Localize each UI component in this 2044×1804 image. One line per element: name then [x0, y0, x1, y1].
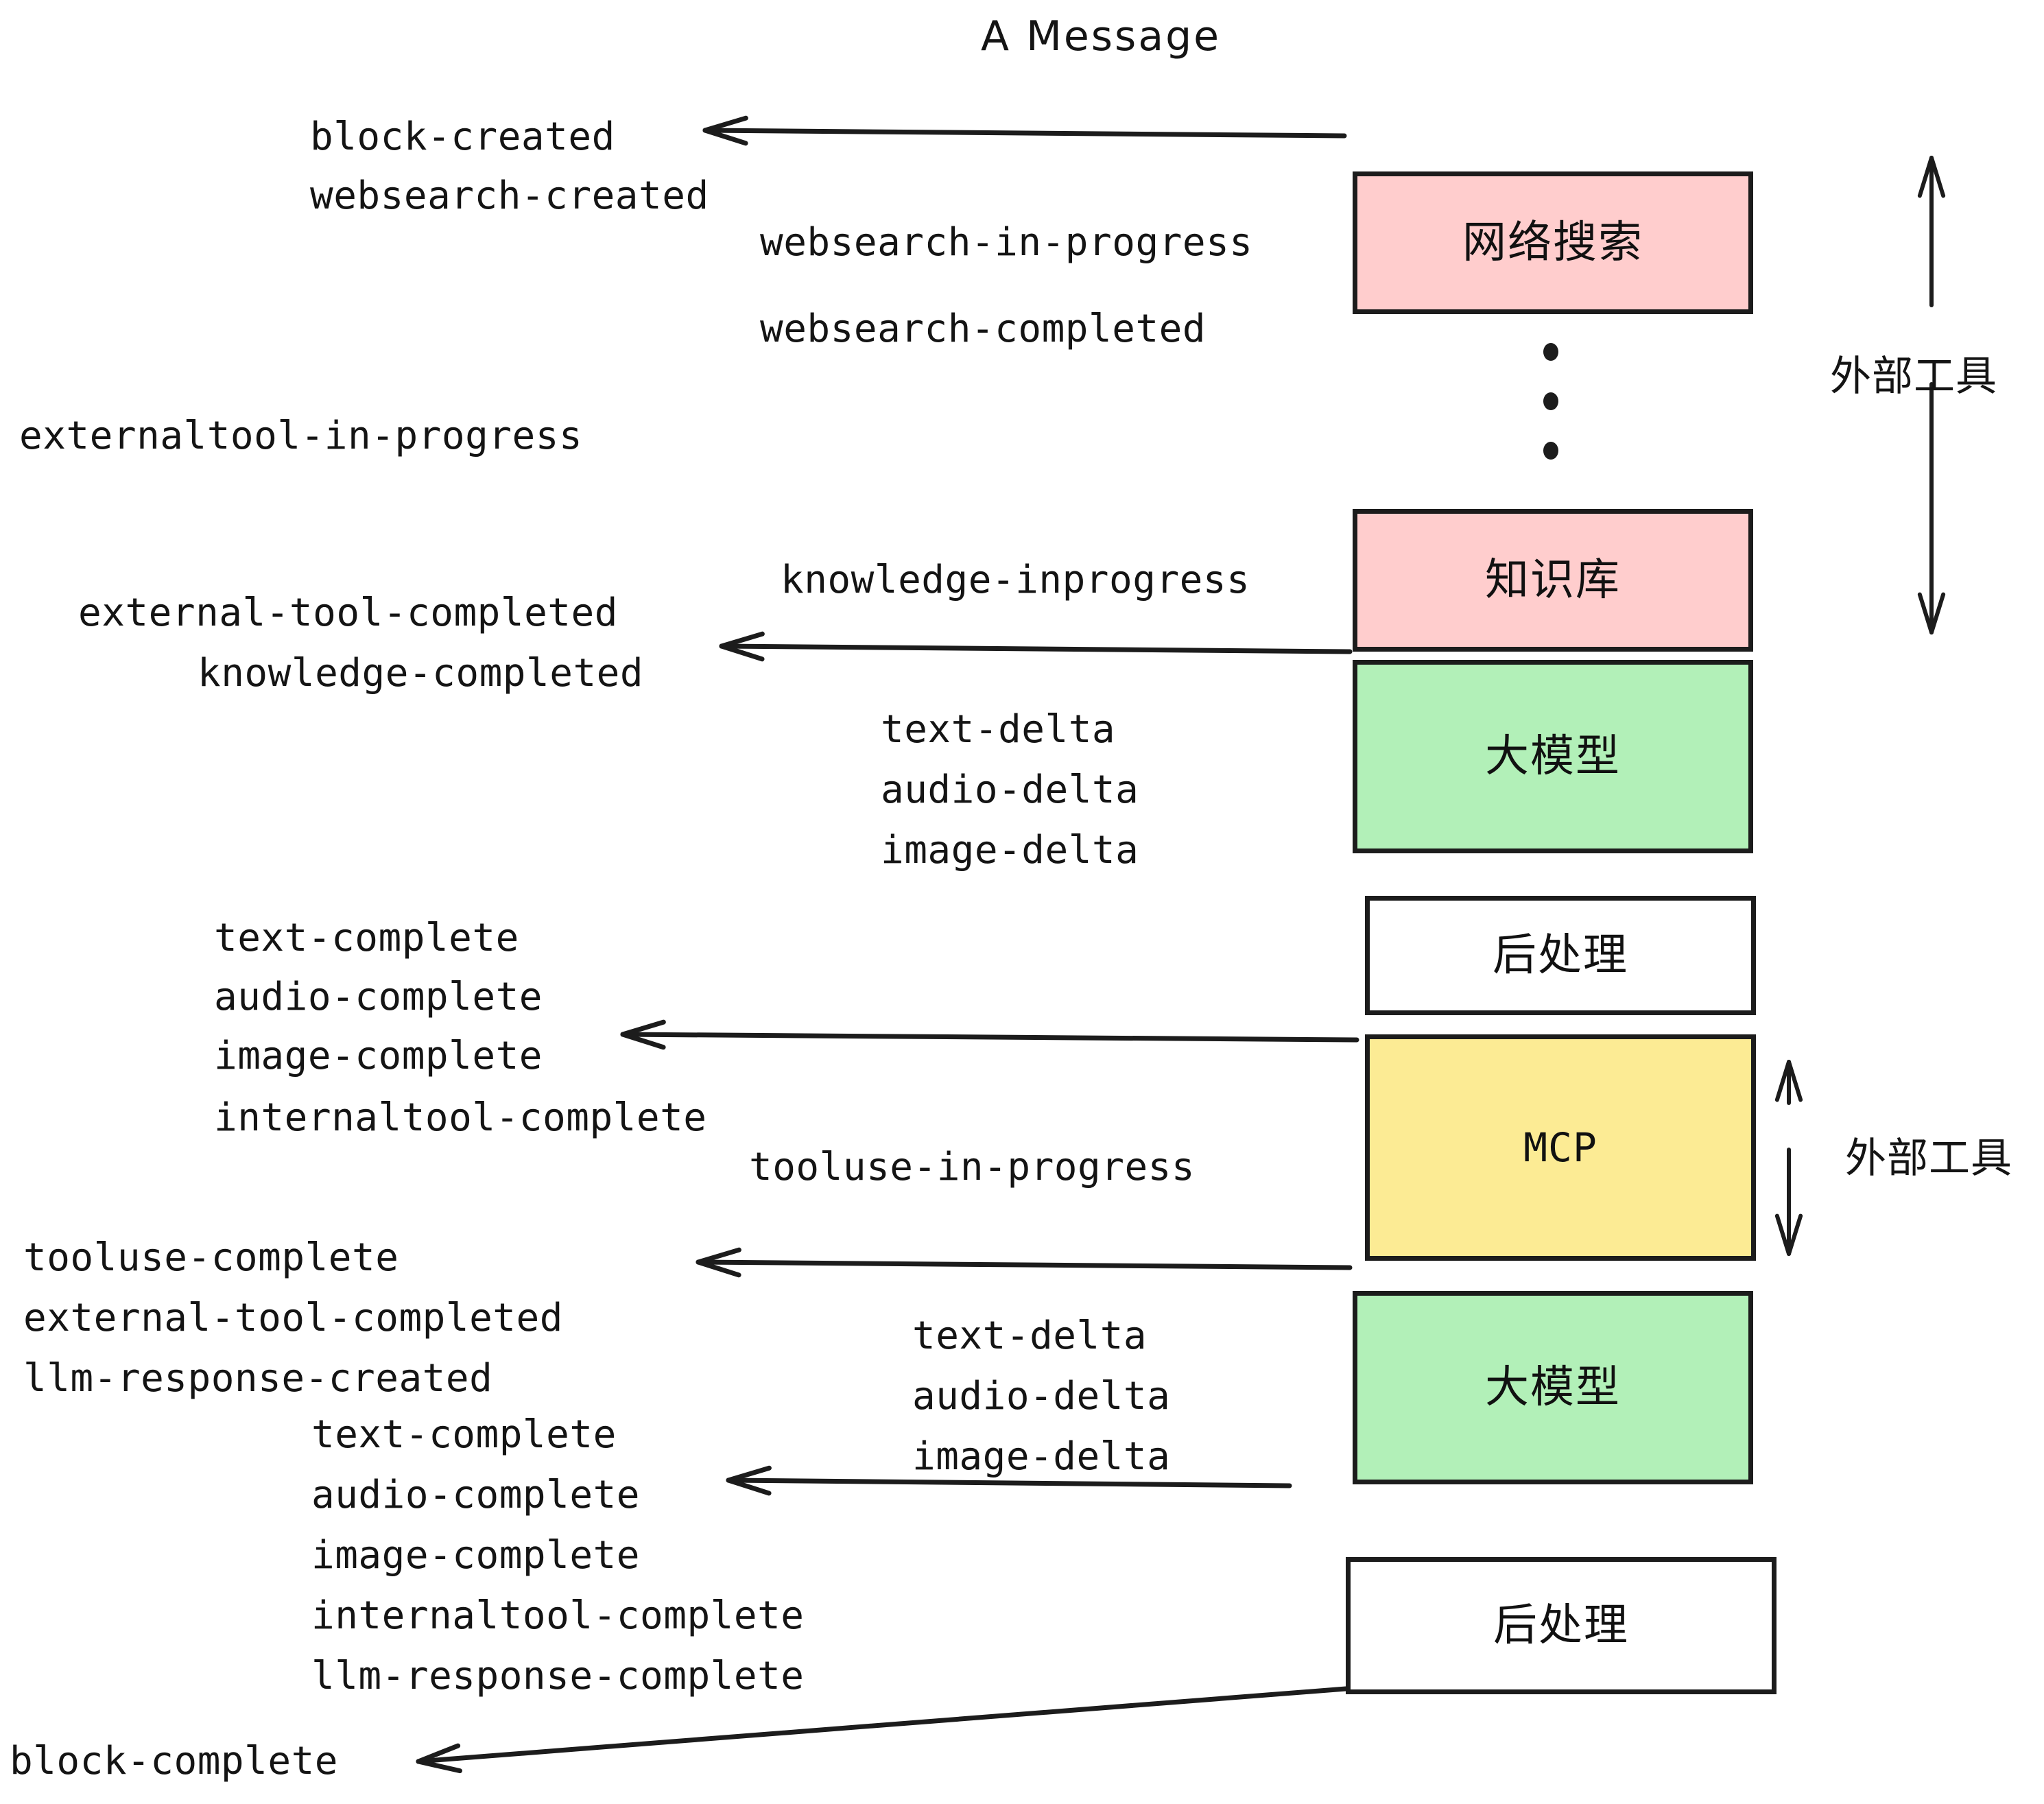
event-label-external-tool-completed-2: external-tool-completed	[23, 1296, 563, 1340]
event-label-llm-response-created: llm-response-created	[23, 1356, 493, 1401]
ellipsis-dot	[1543, 442, 1558, 460]
arrow-tooluse-done	[696, 1247, 1353, 1278]
box-mcp: MCP	[1365, 1034, 1756, 1261]
box-websearch: 网络搜索	[1353, 171, 1753, 314]
event-label-text-delta-2: text-delta	[912, 1314, 1148, 1358]
event-label-internaltool-complete-1: internaltool-complete	[214, 1095, 707, 1140]
event-label-audio-delta-2: audio-delta	[912, 1374, 1171, 1419]
event-label-block-created: block-created	[310, 115, 615, 159]
event-label-websearch-created: websearch-created	[310, 174, 709, 218]
arrow-image-complete	[620, 1019, 1359, 1050]
ellipsis-dot	[1543, 343, 1558, 361]
event-label-tooluse-complete: tooluse-complete	[23, 1235, 399, 1280]
box-knowledge: 知识库	[1353, 509, 1753, 652]
range-external-tools-bottom	[1774, 1060, 1803, 1256]
box-postprocess-1: 后处理	[1365, 896, 1756, 1015]
box-label: 大模型	[1485, 731, 1621, 782]
page-title: A Message	[981, 12, 1222, 60]
event-label-block-complete: block-complete	[10, 1739, 339, 1783]
event-label-knowledge-inprogress: knowledge-inprogress	[781, 558, 1250, 602]
vertical-ellipsis-icon	[1543, 343, 1558, 460]
box-label: 知识库	[1485, 555, 1621, 606]
box-llm-2: 大模型	[1353, 1291, 1753, 1484]
event-label-audio-complete-2: audio-complete	[311, 1473, 641, 1517]
event-label-image-delta-1: image-delta	[881, 828, 1139, 873]
event-label-externaltool-in-progress: externaltool-in-progress	[19, 414, 583, 458]
box-label: MCP	[1523, 1124, 1597, 1171]
event-label-text-complete-1: text-complete	[214, 916, 519, 960]
event-label-image-complete-1: image-complete	[214, 1034, 543, 1078]
arrow-block-created	[702, 115, 1347, 146]
event-label-internaltool-complete-2: internaltool-complete	[311, 1593, 805, 1638]
box-postprocess-2: 后处理	[1346, 1557, 1776, 1694]
event-label-llm-response-complete: llm-response-complete	[311, 1654, 805, 1698]
box-label: 后处理	[1493, 1600, 1629, 1651]
ellipsis-dot	[1543, 392, 1558, 410]
box-label: 大模型	[1485, 1362, 1621, 1413]
event-label-image-complete-2: image-complete	[311, 1533, 641, 1578]
event-label-image-delta-2: image-delta	[912, 1434, 1171, 1479]
event-label-audio-delta-1: audio-delta	[881, 768, 1139, 812]
arrow-knowledge-done	[719, 631, 1353, 662]
event-label-text-complete-2: text-complete	[311, 1412, 617, 1457]
box-label: 后处理	[1493, 930, 1628, 981]
side-label-external-tools-top: 外部工具	[1830, 353, 1997, 401]
event-label-knowledge-completed: knowledge-completed	[198, 651, 644, 696]
event-label-websearch-in-progress: websearch-in-progress	[760, 220, 1253, 265]
event-label-tooluse-in-progress: tooluse-in-progress	[749, 1145, 1196, 1189]
event-label-text-delta-1: text-delta	[881, 707, 1116, 752]
arrow-block-complete	[416, 1686, 1348, 1774]
event-label-external-tool-completed-1: external-tool-completed	[78, 591, 618, 635]
box-llm-1: 大模型	[1353, 660, 1753, 853]
side-label-external-tools-bottom: 外部工具	[1845, 1135, 2012, 1183]
box-label: 网络搜索	[1462, 217, 1643, 268]
event-label-websearch-completed: websearch-completed	[760, 307, 1207, 351]
event-label-audio-complete-1: audio-complete	[214, 975, 543, 1019]
